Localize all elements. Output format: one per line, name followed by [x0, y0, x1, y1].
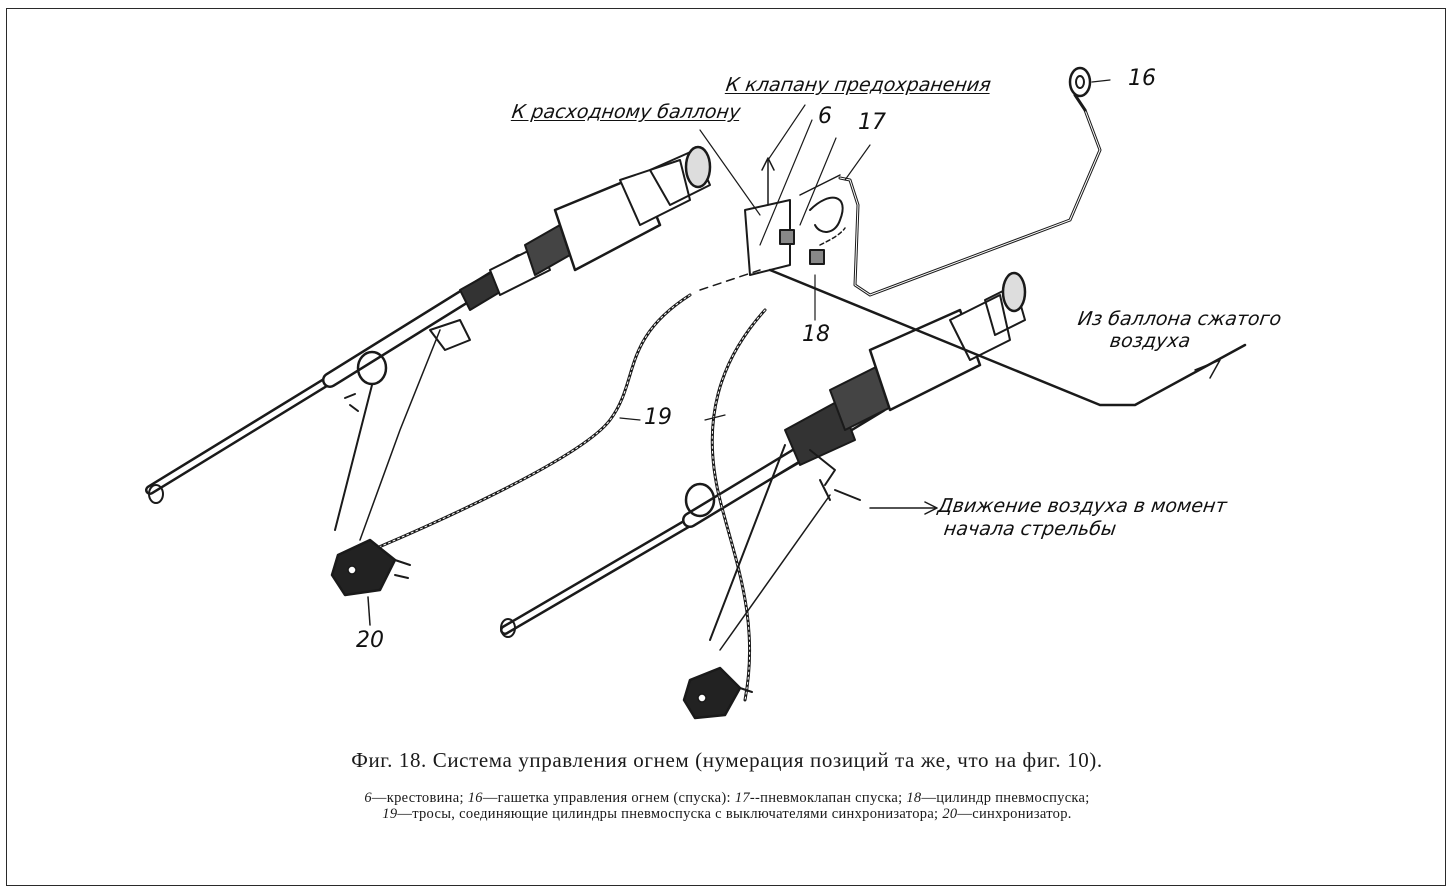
number-16: 16	[1128, 66, 1156, 91]
label-to-safety-valve: К клапану предохранения	[724, 74, 993, 96]
legend-text: —цилиндр пневмоспуска;	[921, 790, 1090, 806]
legend-text: —крестовина;	[371, 790, 468, 806]
number-6: 6	[818, 104, 832, 129]
label-air-motion-2: начала стрельбы	[942, 518, 1118, 540]
legend-num: 16	[467, 790, 483, 806]
figure-frame	[6, 8, 1446, 886]
number-20: 20	[356, 628, 384, 653]
legend-num: 17	[734, 790, 750, 806]
label-from-air-cylinder-2: воздуха	[1108, 330, 1192, 352]
legend-num: 19	[382, 806, 398, 822]
number-18: 18	[802, 322, 830, 347]
machine-gun-right	[500, 271, 1027, 638]
trigger-cable	[838, 66, 1102, 297]
legend-text: —синхронизатор.	[957, 806, 1072, 822]
valve-block	[744, 157, 846, 276]
label-air-motion-1: Движение воздуха в момент	[936, 495, 1229, 517]
legend-line-2: 19—тросы, соединяющие цилиндры пневмоспу…	[0, 806, 1454, 823]
legend-num: 6	[364, 790, 372, 806]
synchronizer-left	[330, 538, 411, 626]
machine-gun-left	[145, 145, 712, 504]
synchronizer-right	[682, 666, 753, 720]
number-19: 19	[644, 405, 672, 430]
legend-text: --пневмоклапан спуска;	[749, 790, 907, 806]
air-supply-line	[768, 268, 1247, 407]
legend-text: —гашетка управления огнем (спуска):	[482, 790, 735, 806]
cables-19	[358, 269, 767, 702]
number-17: 17	[858, 110, 886, 135]
legend-text: —тросы, соединяющие цилиндры пневмоспуск…	[397, 806, 943, 822]
legend-num: 20	[942, 806, 958, 822]
legend-num: 18	[906, 790, 922, 806]
label-to-supply-cylinder: К расходному баллону	[510, 101, 742, 123]
label-from-air-cylinder-1: Из баллона сжатого	[1076, 308, 1283, 330]
figure-caption: Фиг. 18. Система управления огнем (нумер…	[351, 748, 1103, 772]
legend-line-1: 6—крестовина; 16—гашетка управления огне…	[0, 790, 1454, 807]
